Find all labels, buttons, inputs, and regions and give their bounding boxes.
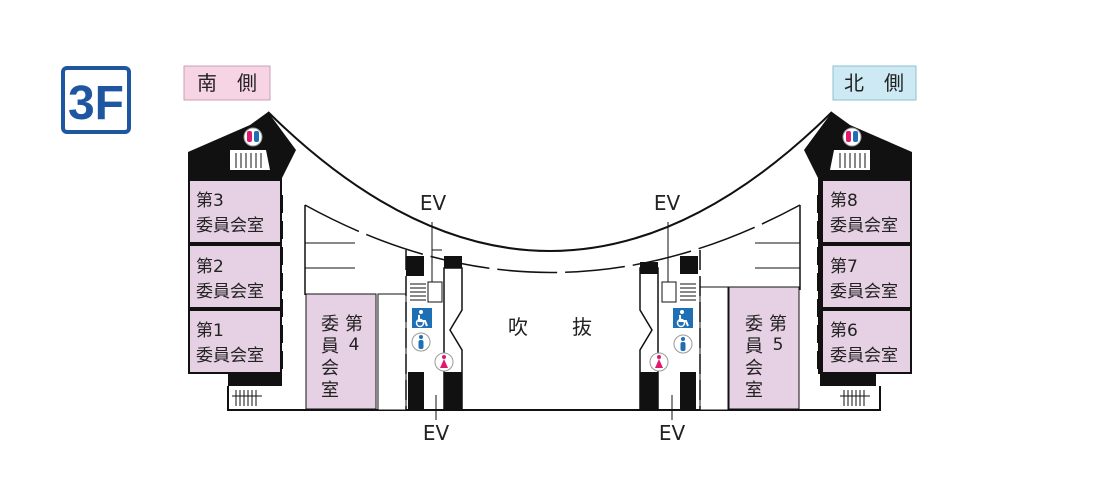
south-corner-wall [188,112,296,178]
svg-text:第: 第 [769,314,787,335]
atrium-label-1: 吹 [508,315,528,339]
stairs-icon [410,283,426,301]
svg-text:員: 員 [745,336,763,357]
svg-text:室: 室 [321,380,339,401]
svg-text:会: 会 [321,358,339,379]
room-3: 第3 委員会室 [190,181,280,242]
atrium: 吹 抜 [508,315,592,339]
atrium-label-2: 抜 [572,315,592,339]
svg-text:員: 員 [321,336,339,357]
svg-text:委: 委 [321,314,339,335]
south-wing: 第3 委員会室 第2 委員会室 第1 委員会室 [188,112,463,445]
south-bottom-wall [228,374,282,386]
room-2: 第2 委員会室 [190,246,280,307]
ev-label-south-top: EV [420,191,447,215]
restroom-icon [243,127,263,147]
ev-label-north-top: EV [654,191,681,215]
svg-text:委員会室: 委員会室 [196,346,264,366]
north-side-label: 北 側 [844,71,904,95]
north-wing: 第8 委員会室 第7 委員会室 第6 委員会室 第 [639,112,912,445]
outer-curve-wall [267,111,833,252]
south-side-tag: 南 側 [183,65,271,101]
stairs-icon [232,390,262,406]
womens-toilet-icon [434,352,454,372]
svg-text:会: 会 [745,358,763,379]
svg-text:第2: 第2 [196,257,224,277]
south-stair-area [230,150,270,170]
svg-text:第: 第 [345,314,363,335]
bottom-wall [227,386,881,411]
svg-text:4: 4 [349,335,360,355]
stairs-icon [840,390,870,406]
svg-text:委員会室: 委員会室 [830,346,898,366]
svg-text:第1: 第1 [196,321,224,341]
room-1: 第1 委員会室 [190,311,280,372]
inner-curve-wall [304,204,801,274]
womens-toilet-icon [649,352,669,372]
svg-text:5: 5 [773,335,784,355]
restroom-icon [842,127,862,147]
room-5: 第 5 委 員 会 室 [728,286,800,410]
room-7: 第7 委員会室 [823,246,910,307]
svg-text:委員会室: 委員会室 [830,216,898,236]
stairs-icon [839,153,866,168]
svg-text:委員会室: 委員会室 [196,282,264,302]
ev-label-south-bottom: EV [423,421,450,445]
svg-text:第6: 第6 [830,321,858,341]
stairs-icon [680,283,696,301]
svg-text:第8: 第8 [830,191,858,211]
room-6: 第6 委員会室 [823,311,910,372]
north-side-tag: 北 側 [832,65,917,101]
floor-badge: 3F [61,66,131,134]
mens-toilet-icon [673,334,693,354]
accessible-toilet-icon [412,308,432,328]
stairs-icon [235,153,262,168]
accessible-toilet-icon [673,308,693,328]
svg-text:第3: 第3 [196,191,224,211]
mens-toilet-icon [411,332,431,352]
ev-label-north-bottom: EV [659,421,686,445]
floor-label: 3F [68,77,124,130]
north-corner-wall [804,112,912,178]
svg-text:委: 委 [745,314,763,335]
svg-text:第7: 第7 [830,257,858,277]
svg-text:委員会室: 委員会室 [196,216,264,236]
south-side-label: 南 側 [197,71,257,95]
room-8: 第8 委員会室 [823,181,910,242]
svg-text:室: 室 [745,380,763,401]
room-4: 第 4 委 員 会 室 [305,293,377,410]
svg-text:委員会室: 委員会室 [830,282,898,302]
